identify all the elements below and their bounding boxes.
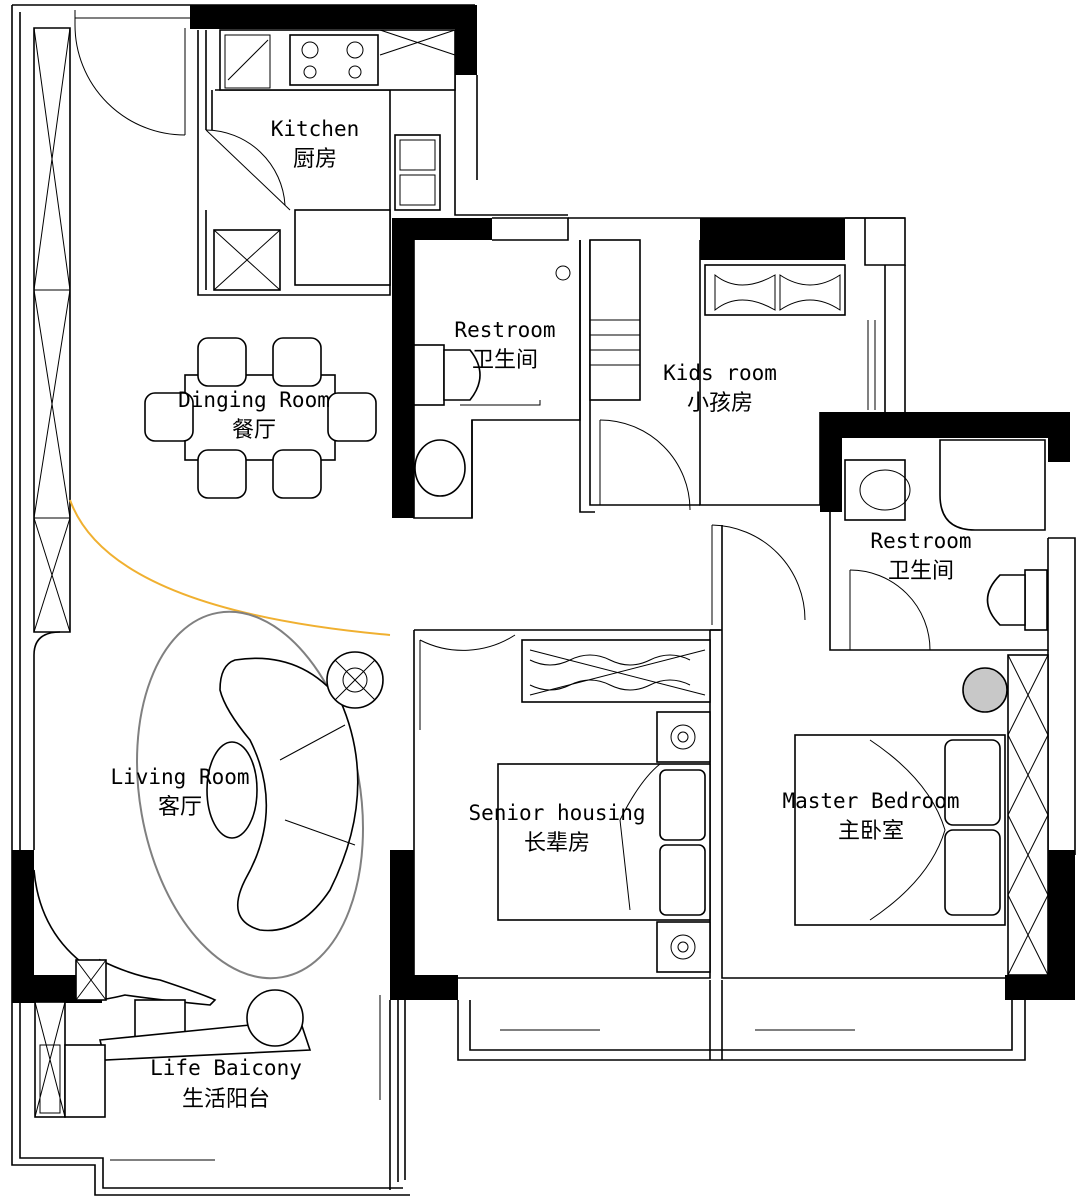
curved-partition — [69, 499, 391, 636]
life-balcony-label-cn: 生活阳台 — [182, 1087, 270, 1112]
senior-housing-label-en: Senior housing — [468, 801, 645, 825]
restroom-1-fixtures — [413, 265, 571, 497]
dining-room-label-cn: 餐厅 — [232, 418, 276, 443]
restroom-2-fixtures — [844, 439, 1048, 631]
balcony-furniture — [34, 958, 855, 1161]
senior-housing-label-cn: 长辈房 — [524, 831, 590, 856]
master-bedroom-label-cn: 主卧室 — [838, 819, 904, 844]
living-room-furniture — [136, 610, 384, 980]
kids-room-label-cn: 小孩房 — [687, 391, 753, 416]
master-bedroom-furniture — [794, 654, 1049, 976]
restroom-2-label-en: Restroom — [870, 529, 971, 553]
kitchen-label-cn: 厨房 — [293, 147, 337, 172]
life-balcony-label-en: Life Baicony — [150, 1056, 302, 1080]
walls — [11, 4, 1076, 1196]
living-room-label-cn: 客厅 — [158, 795, 202, 820]
kitchen-label-en: Kitchen — [271, 117, 360, 141]
room-labels: Kitchen 厨房 Restroom 卫生间 Kids room 小孩房 Di… — [110, 117, 971, 1112]
kids-room-furniture — [589, 239, 876, 410]
restroom-1-label-cn: 卫生间 — [472, 348, 538, 373]
doors — [74, 10, 931, 730]
kitchen-furniture — [213, 29, 456, 291]
dining-table — [144, 337, 377, 499]
master-bedroom-label-en: Master Bedroom — [782, 789, 959, 813]
kids-room-label-en: Kids room — [663, 361, 777, 385]
senior-housing-furniture — [497, 639, 711, 973]
living-room-label-en: Living Room — [110, 765, 249, 789]
restroom-1-label-en: Restroom — [454, 318, 555, 342]
dining-room-label-en: Dinging Room — [178, 388, 330, 412]
restroom-2-label-cn: 卫生间 — [888, 559, 954, 584]
